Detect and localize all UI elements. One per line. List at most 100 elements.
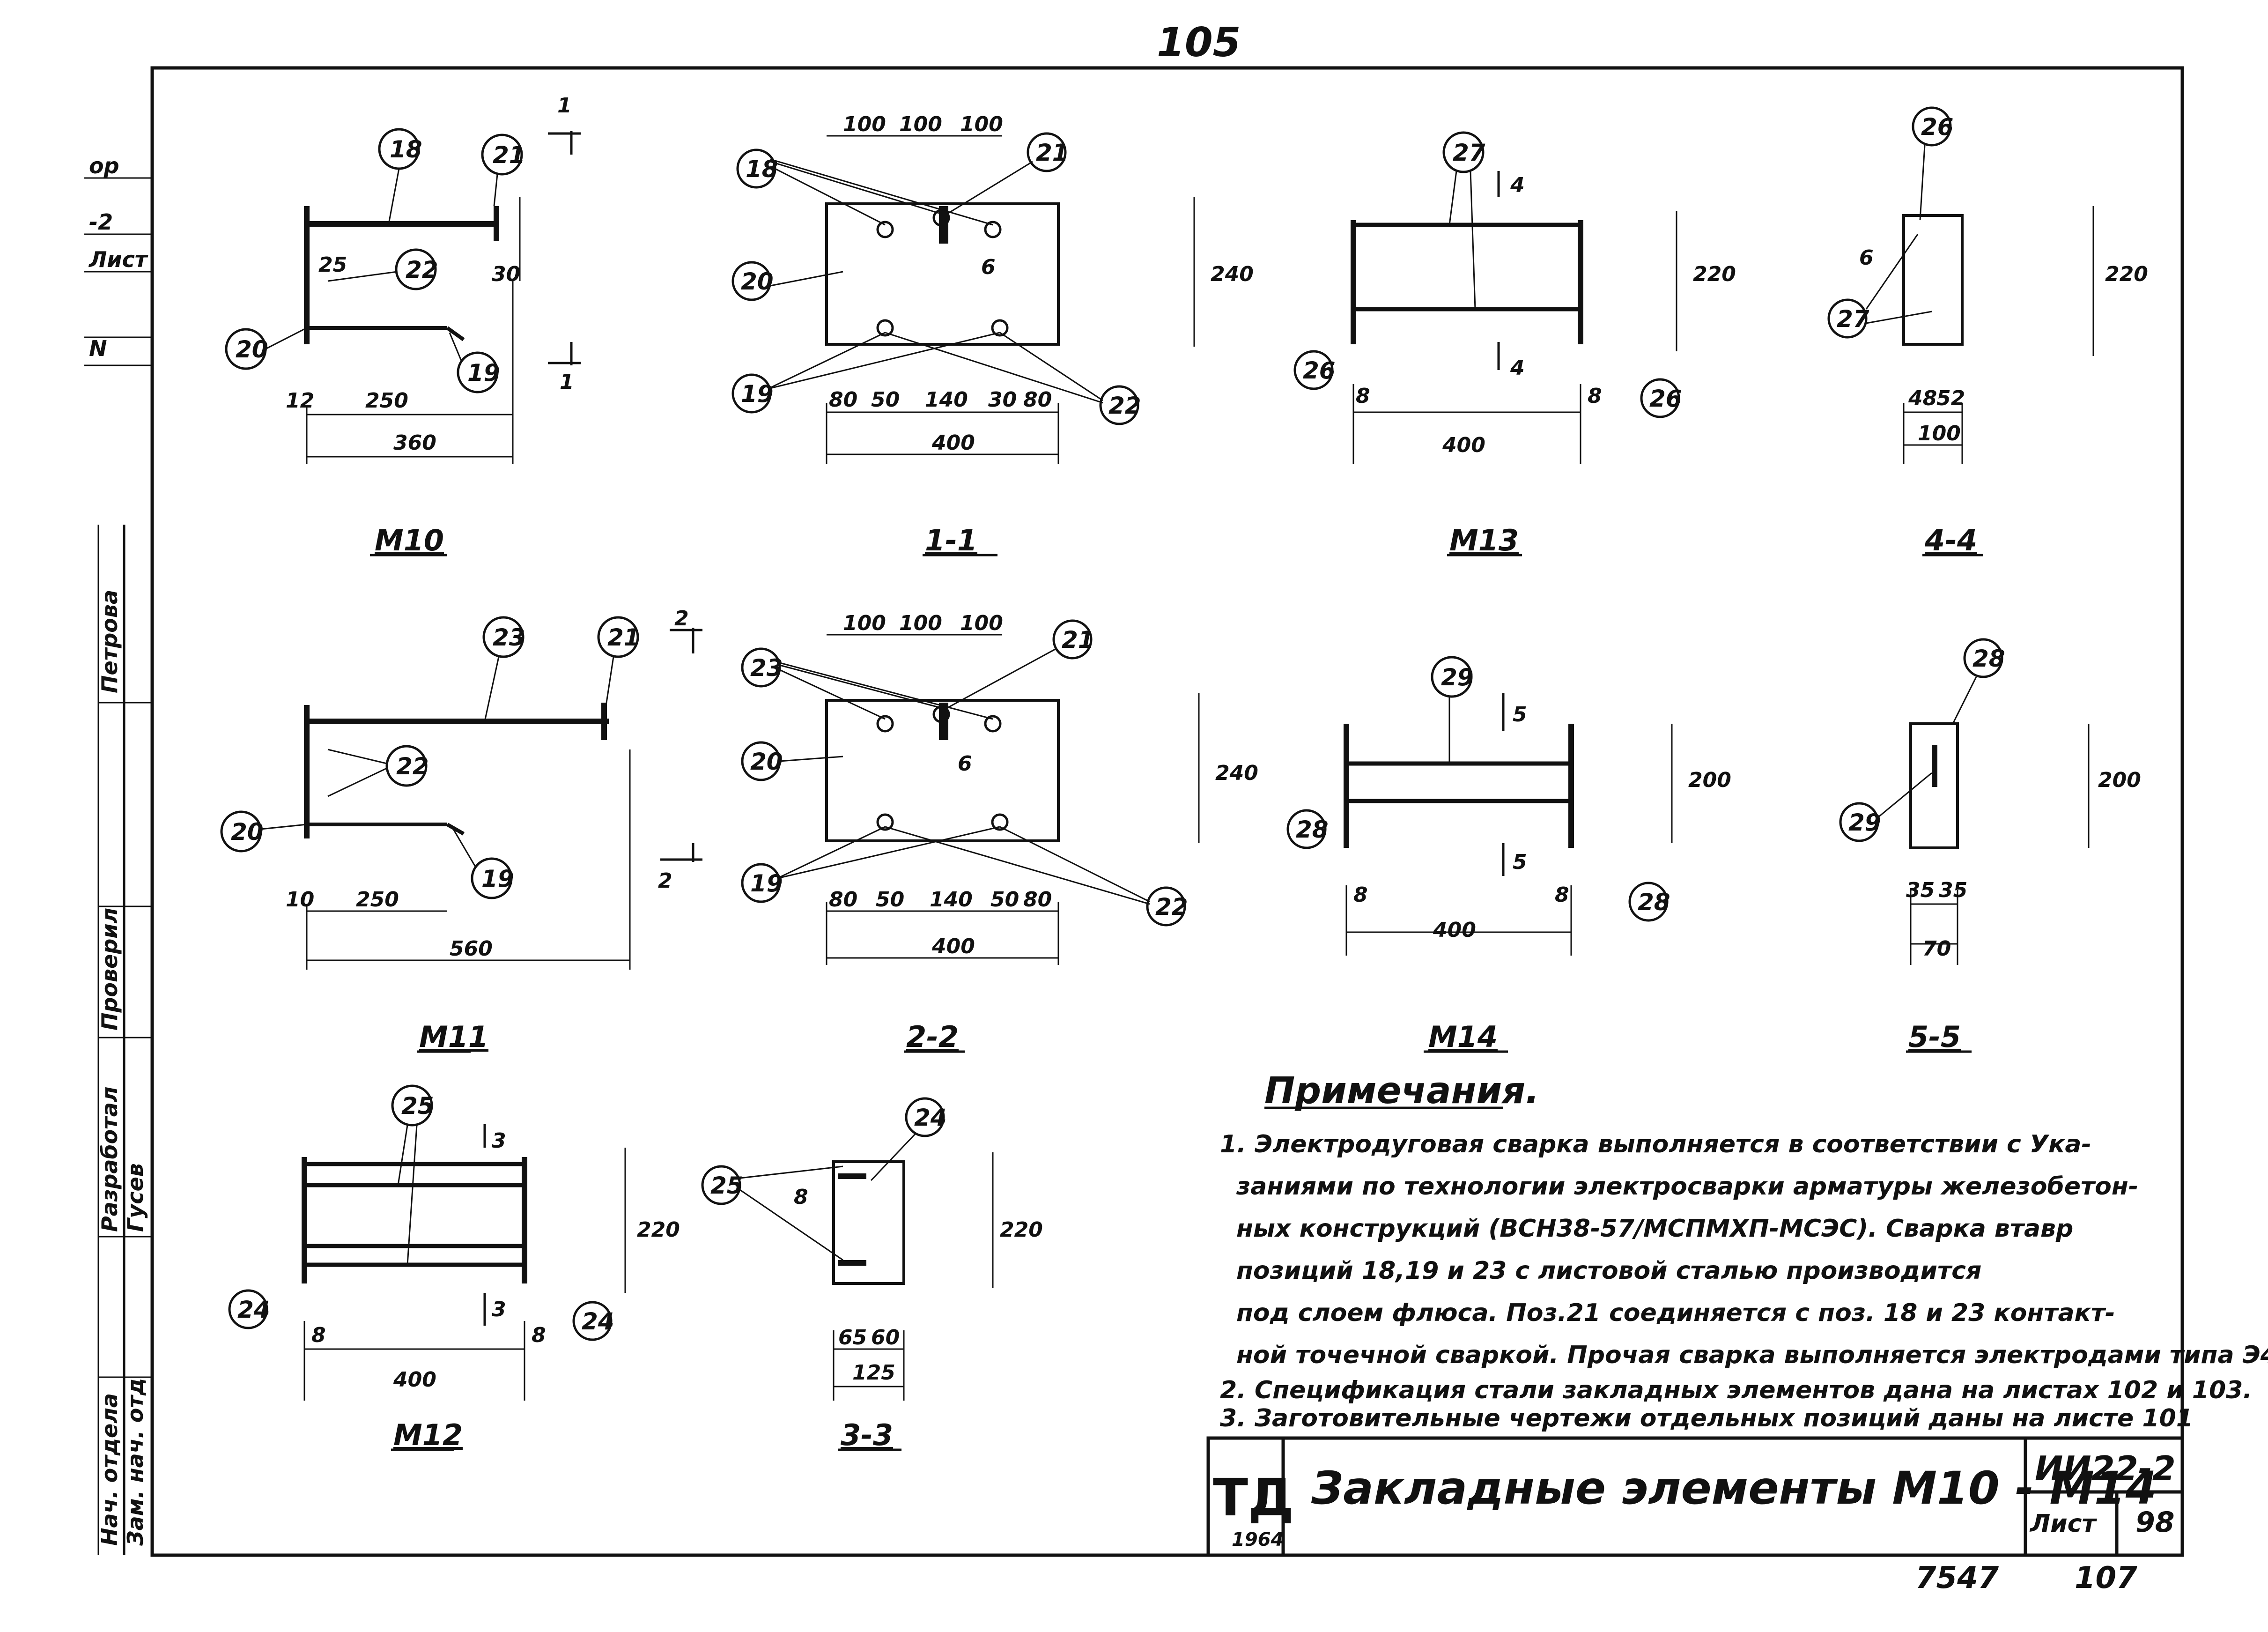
bubble-24: 24 [914,1104,947,1131]
bubble-25: 25 [401,1092,434,1120]
note-line-2: заниями по технологии электросварки арма… [1236,1172,2138,1201]
bubble-26a: 26 [1303,357,1336,384]
caption-m11: M11 [419,1020,488,1054]
dim-100c: 100 [960,112,1003,136]
dim-52: 52 [1936,386,1965,410]
note-line-6: ной точечной сваркой. Прочая сварка выпо… [1236,1341,2268,1369]
bubble-21: 21 [493,141,525,169]
bubble-29: 29 [1848,809,1881,836]
caption-1-1: 1-1 [925,523,977,557]
dim-80b: 80 [1023,388,1052,412]
dim-70: 70 [1922,937,1951,961]
dim-8a: 8 [311,1323,326,1347]
dim-12: 12 [286,389,314,413]
bubble-23: 23 [493,624,525,651]
bubble-20: 20 [236,336,268,363]
bubble-28b: 28 [1638,889,1670,916]
margin-proveril: Проверил [97,908,122,1031]
dim-48: 48 [1908,386,1937,410]
dim-220: 220 [1000,1218,1043,1242]
bubble-20: 20 [231,818,264,846]
drawing-m11 [220,616,702,1053]
bubble-24b: 24 [582,1308,614,1335]
section-mark-2-bottom: 2 [658,869,672,893]
weld-6: 6 [1859,246,1874,270]
caption-4-4: 4-4 [1924,523,1977,557]
dim-100b: 100 [899,112,942,136]
notes-title: Примечания. [1264,1070,1539,1112]
dim-220: 220 [2105,262,2148,286]
bubble-26: 26 [1921,113,1954,141]
caption-m10: M10 [375,523,444,557]
dim-360: 360 [393,431,436,455]
dim-65: 65 [838,1326,867,1350]
section-mark-5-top: 5 [1513,703,1527,727]
dim-30: 30 [492,262,520,286]
bubble-22: 22 [396,753,429,780]
section-mark-4-top: 4 [1510,173,1525,197]
dim-100a: 100 [843,611,886,635]
dim-8b: 8 [1588,384,1602,408]
title-block-sheet-label: Лист [2029,1510,2097,1538]
drawing-section-5-5 [1839,638,2090,1053]
dim-240: 240 [1215,761,1258,785]
bubble-21: 21 [1036,139,1069,166]
dim-250: 250 [356,888,399,912]
bubble-19: 19 [481,865,514,892]
bubble-29: 29 [1441,664,1474,691]
note-line-4: позиций 18,19 и 23 с листовой сталью про… [1236,1257,1981,1285]
section-mark-2-top: 2 [674,607,689,631]
note-line-1: 1. Электродуговая сварка выполняется в с… [1220,1130,2091,1158]
dim-200: 200 [1688,768,1731,792]
drawing-section-3-3 [701,1097,994,1451]
caption-m13: M13 [1449,523,1519,557]
bubble-25: 25 [710,1172,743,1199]
bubble-28a: 28 [1296,816,1329,843]
title-block-sheet-number: 98 [2135,1506,2175,1539]
bubble-23: 23 [750,654,783,682]
title-block [1206,1436,2184,1557]
caption-m14: M14 [1428,1020,1498,1054]
dim-200: 200 [2098,768,2141,792]
bubble-20: 20 [741,268,774,295]
caption-m12: M12 [393,1418,463,1452]
title-block-title: Закладные элементы М10 - М14 [1311,1462,2157,1514]
dim-140: 140 [930,888,973,912]
dim-80a: 80 [829,888,857,912]
title-block-year: 1964 [1232,1529,1284,1550]
bubble-26b: 26 [1649,385,1682,412]
dim-50b: 50 [990,888,1019,912]
section-mark-4-bottom: 4 [1510,356,1525,380]
dim-100b: 100 [899,611,942,635]
dim-10: 10 [286,888,314,912]
stub-text-4: N [89,336,107,361]
margin-razrabotal: Разработал [97,1086,122,1232]
margin-gusev: Гусев [123,1163,148,1232]
dim-100a: 100 [843,112,886,136]
dim-100c: 100 [960,611,1003,635]
section-mark-5-bottom: 5 [1513,850,1527,874]
dim-400: 400 [931,935,975,958]
dim-8b: 8 [532,1323,546,1347]
caption-3-3: 3-3 [841,1418,893,1452]
bubble-22: 22 [1155,893,1188,920]
bubble-18: 18 [390,136,422,163]
drawing-section-1-1 [731,132,1195,556]
stub-text-2: -2 [89,209,113,235]
dim-35b: 35 [1939,878,1967,902]
weld-6: 6 [958,752,972,776]
drawing-section-2-2 [741,619,1200,1053]
title-block-code: ИИ22-2 [2035,1449,2176,1488]
dim-560: 560 [450,937,493,961]
note-line-8: 3. Заготовительные чертежи отдельных поз… [1220,1404,2193,1432]
td-logo: ТД [1213,1468,1294,1528]
section-mark-1-bottom: 1 [560,370,574,394]
note-line-7: 2. Спецификация стали закладных элементо… [1220,1376,2252,1404]
bubble-19: 19 [750,870,783,897]
dim-50a: 50 [876,888,904,912]
dim-400: 400 [1442,433,1485,457]
dim-80b: 80 [1023,888,1052,912]
bubble-20: 20 [750,748,783,775]
